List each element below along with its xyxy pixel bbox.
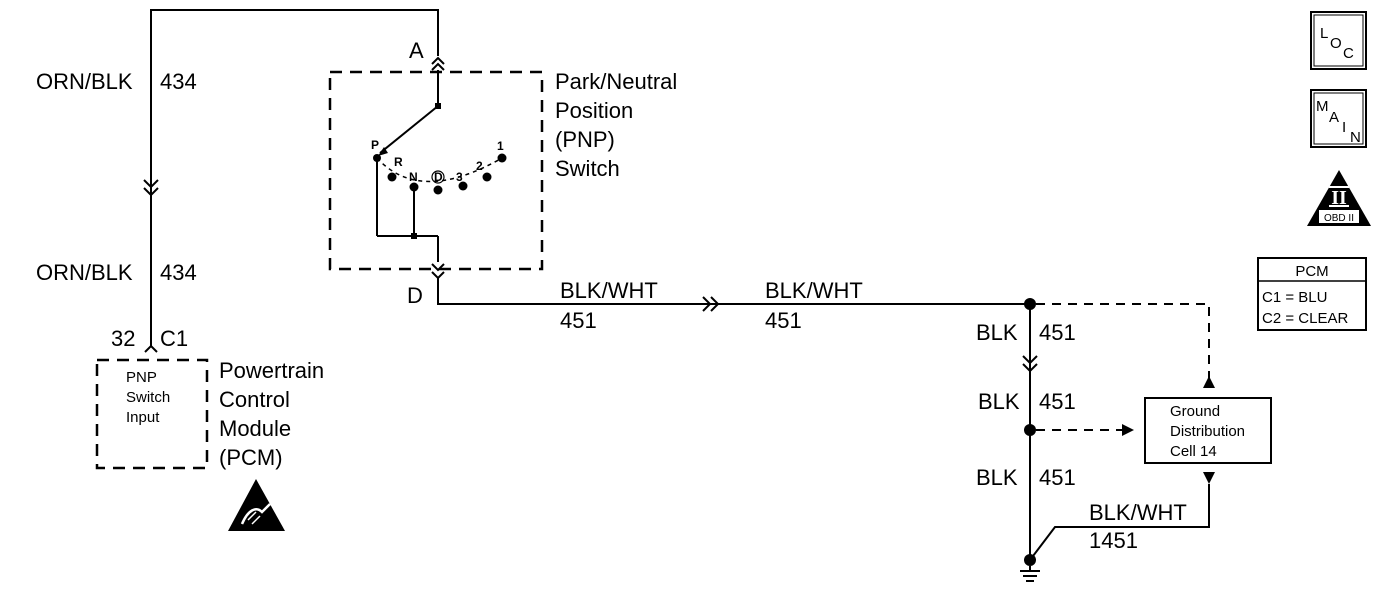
terminal-a [431,56,445,65]
svg-text:L: L [1320,25,1328,42]
loc-icon[interactable]: L O C [1310,11,1367,70]
wire-label-circuit: 434 [160,69,197,94]
wire-label-color: ORN/BLK [36,69,133,94]
gear-position-d: D [434,170,443,184]
svg-text:M: M [1316,98,1329,115]
ground-cell-label: Cell 14 [1170,443,1217,460]
pnp-title: Switch [555,156,620,181]
wire-434 [143,9,439,346]
pcm-connector-id: C1 [160,326,188,351]
wire-label-color: BLK/WHT [765,278,863,303]
wire-label-color: BLK [976,320,1018,345]
pnp-internal-circuit [373,70,507,262]
pcm-connector-table: PCM C1 = BLU C2 = CLEAR [1257,257,1367,331]
wire-label-color: ORN/BLK [36,260,133,285]
pnp-title: Park/Neutral [555,69,677,94]
wire-label-color: BLK/WHT [560,278,658,303]
wire-label-circuit: 434 [160,260,197,285]
wire-label-color: BLK [976,465,1018,490]
gear-position-r: R [394,155,403,169]
pcm-table-row: C2 = CLEAR [1262,310,1348,327]
pcm-box [95,358,209,470]
pcm-input-label: PNP [126,369,157,386]
pcm-input-label: Switch [126,389,170,406]
pcm-title: (PCM) [219,445,283,470]
connector-a-label: A [409,38,424,63]
wire-label-color: BLK/WHT [1089,500,1187,525]
esd-warning-icon [228,479,285,531]
wire-label-circuit: 451 [1039,389,1076,414]
gear-position-p: P [371,138,379,152]
gear-position-3: 3 [456,170,463,184]
pnp-title: (PNP) [555,127,615,152]
gear-position-1: 1 [497,139,504,153]
obd-ii-icon[interactable]: II OBD II [1307,170,1371,226]
wire-label-color: BLK [978,389,1020,414]
pcm-pin-terminal [144,344,158,353]
wire-label-circuit: 451 [765,308,802,333]
svg-text:C: C [1343,45,1354,62]
gear-position-n: N [409,170,418,184]
ground-distribution-box[interactable] [1144,397,1272,464]
pcm-title: Control [219,387,290,412]
pcm-table-row: C1 = BLU [1262,289,1327,306]
gear-position-2: 2 [476,159,483,173]
connector-d-label: D [407,283,423,308]
wire-label-circuit: 451 [560,308,597,333]
ground-wiring [1020,298,1215,582]
pnp-title: Position [555,98,633,123]
pcm-title: Module [219,416,291,441]
pcm-pin-number: 32 [111,326,135,351]
pcm-input-label: Input [126,409,160,426]
wire-label-circuit: 451 [1039,320,1076,345]
pcm-title: Powertrain [219,358,324,383]
wire-label-circuit: 451 [1039,465,1076,490]
ground-cell-label: Ground [1170,403,1220,420]
terminal-d [431,263,445,272]
wire-451 [437,278,1030,312]
svg-text:N: N [1350,129,1361,146]
ground-cell-label: Distribution [1170,423,1245,440]
main-icon[interactable]: M A I N [1310,89,1367,148]
wire-label-circuit: 1451 [1089,528,1138,553]
svg-text:OBD II: OBD II [1324,213,1354,224]
pnp-switch-box [328,70,544,271]
svg-text:II: II [1331,187,1347,209]
pcm-table-title: PCM [1295,263,1328,280]
svg-text:A: A [1329,109,1339,126]
svg-text:O: O [1330,35,1342,52]
svg-text:I: I [1342,119,1346,136]
